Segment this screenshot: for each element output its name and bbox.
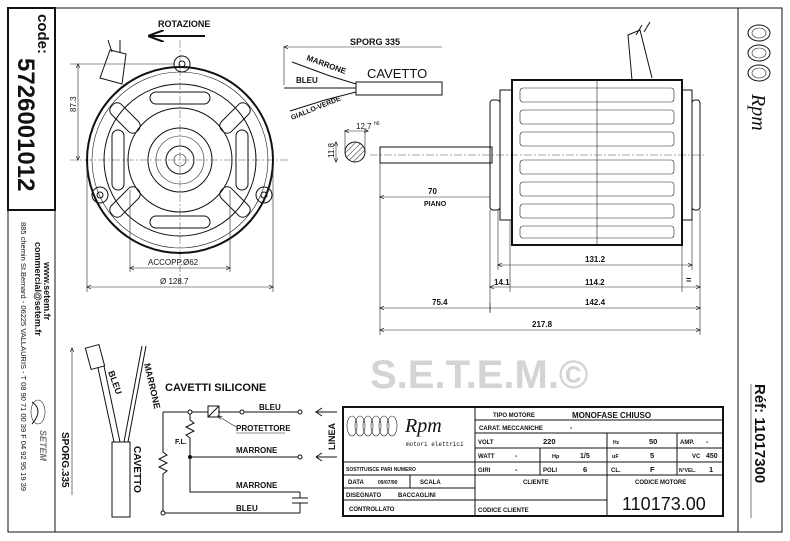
nvel-value: 1	[709, 465, 713, 474]
wiring-diagram: CAVETTI SILICONE BLEU PROTETTORE F.L. MA…	[157, 382, 337, 516]
rotation-label: ROTAZIONE	[158, 19, 210, 29]
cable-length-label: SPORG 335	[350, 37, 400, 47]
motor-type-value: MONOFASE CHIUSO	[572, 411, 651, 420]
title-block-fields: SOSTITUISCE PARI NUMERO DATA 09/07/90 SC…	[346, 411, 718, 514]
hp-value: 1/5	[580, 453, 590, 460]
dim-shaft-length: 70	[428, 187, 437, 196]
poli-value: 6	[583, 465, 587, 474]
wiring-line-label: LINEA	[327, 422, 337, 450]
leads-length-label: SPORG.335	[59, 432, 70, 488]
date-label: DATA	[348, 480, 364, 486]
title-block: Rpm motori elettrici SOSTITUISCE PARI NU…	[342, 406, 724, 517]
hz-label: Hz	[613, 440, 620, 446]
dim-height: 87.3	[69, 96, 78, 112]
watt-value: -	[515, 451, 518, 460]
vc-value: 450	[706, 453, 718, 460]
cable-label: CAVETTO	[367, 66, 427, 81]
amp-label: AMP.	[680, 440, 695, 446]
watermark: S.E.T.E.M.©	[370, 353, 588, 397]
shaft-note: PIANO	[424, 201, 447, 208]
dim-spigot: ACCOPP.Ø62	[148, 258, 199, 267]
company-website[interactable]: www.setem.fr	[42, 261, 52, 321]
side-view	[370, 21, 705, 335]
mech-label: CARAT. MECCANICHE	[479, 426, 543, 432]
front-view	[70, 39, 290, 285]
dim-shaft-total: 75.4	[432, 298, 448, 307]
code-value: 5726001012	[12, 58, 39, 191]
cl-value: F	[650, 465, 655, 474]
giri-label: GIRI	[478, 468, 491, 474]
reference-number: Réf: 11017300	[751, 384, 768, 483]
shaft-width-dim: 12.7	[356, 122, 372, 131]
poli-label: POLI	[543, 468, 557, 474]
protector-icon	[207, 405, 220, 418]
sheet-border	[7, 7, 783, 533]
wire-marrone-label: MARRONE	[305, 53, 348, 76]
cl-label: CL.	[611, 468, 621, 474]
lead-marrone-label: MARRONE	[142, 362, 162, 410]
nvel-label: N°VEL.	[679, 468, 696, 474]
hz-value: 50	[649, 437, 657, 446]
uf-value: 5	[650, 451, 654, 460]
right-logo-text: Rpm	[747, 93, 769, 131]
wiring-protector: PROTETTORE	[236, 424, 291, 433]
logo-text: Rpm	[404, 415, 442, 437]
scale-label: SCALA	[420, 480, 441, 486]
shaft-section: 12.7 h6 11.8	[327, 121, 380, 162]
amp-value: -	[706, 437, 709, 446]
wiring-mid-wire: MARRONE	[236, 446, 278, 455]
date-value: 09/07/90	[378, 480, 398, 486]
volt-label: VOLT	[478, 440, 494, 446]
dim-diameter: Ø 128.7	[160, 277, 189, 286]
code-box	[7, 7, 56, 211]
dim-total: 217.8	[532, 320, 553, 329]
hp-label: Hp	[552, 454, 560, 460]
right-column-logo: Rpm	[747, 24, 771, 131]
motor-type-label: TIPO MOTORE	[493, 413, 535, 419]
logo-subtitle: motori elettrici	[406, 441, 464, 448]
code-label: code:	[34, 14, 51, 54]
wiring-title: CAVETTI SILICONE	[165, 382, 266, 394]
lead-cable-label: CAVETTO	[131, 446, 142, 493]
wiring-top-wire: BLEU	[259, 403, 281, 412]
motor-code-value: 110173.00	[622, 494, 706, 514]
shaft-tolerance: h6	[374, 121, 380, 127]
dim-equal: =	[686, 275, 691, 285]
company-email[interactable]: commercial@setem.fr	[33, 242, 43, 336]
uf-label: uF	[612, 454, 619, 460]
cable-leads: SPORG.335 BLEU MARRONE CAVETTO	[59, 343, 162, 518]
client-code-label: CODICE CLIENTE	[478, 508, 529, 514]
wire-bleu-label: BLEU	[296, 76, 318, 85]
setem-logo: SETEM	[30, 399, 48, 462]
dim-body: 131.2	[585, 255, 606, 264]
company-address: 885 chemin St.Bernard - 06225 VALLAURIS …	[19, 222, 28, 491]
dim-flange: 14.1	[494, 278, 510, 287]
watt-label: WATT	[478, 454, 495, 460]
motor-code-label: CODICE MOTORE	[635, 480, 686, 486]
dim-core: 114.2	[585, 278, 605, 287]
vc-label: VC	[692, 454, 701, 460]
checked-label: CONTROLLATO	[349, 507, 395, 513]
volt-value: 220	[543, 437, 556, 446]
wiring-cap-wire: MARRONE	[236, 481, 278, 490]
drawn-value: BACCAGLINI	[398, 493, 436, 499]
cable-detail: SPORG 335 MARRONE BLEU GIALLO-VERDE CAVE…	[284, 37, 443, 122]
mech-value: -	[570, 425, 573, 432]
setem-logo-text: SETEM	[38, 430, 48, 462]
rpm-logo: Rpm motori elettrici	[346, 415, 464, 448]
dim-motor: 142.4	[585, 298, 606, 307]
wiring-bottom-wire: BLEU	[236, 504, 258, 513]
wiring-fl: F.L.	[175, 439, 187, 446]
capacitor-icon	[292, 492, 308, 513]
giri-value: -	[515, 465, 518, 474]
drawn-label: DISEGNATO	[346, 493, 381, 499]
client-label: CLIENTE	[523, 480, 549, 486]
replaces-label: SOSTITUISCE PARI NUMERO	[346, 467, 416, 473]
lead-bleu-label: BLEU	[106, 369, 124, 395]
shaft-flat-dim: 11.8	[327, 142, 336, 158]
